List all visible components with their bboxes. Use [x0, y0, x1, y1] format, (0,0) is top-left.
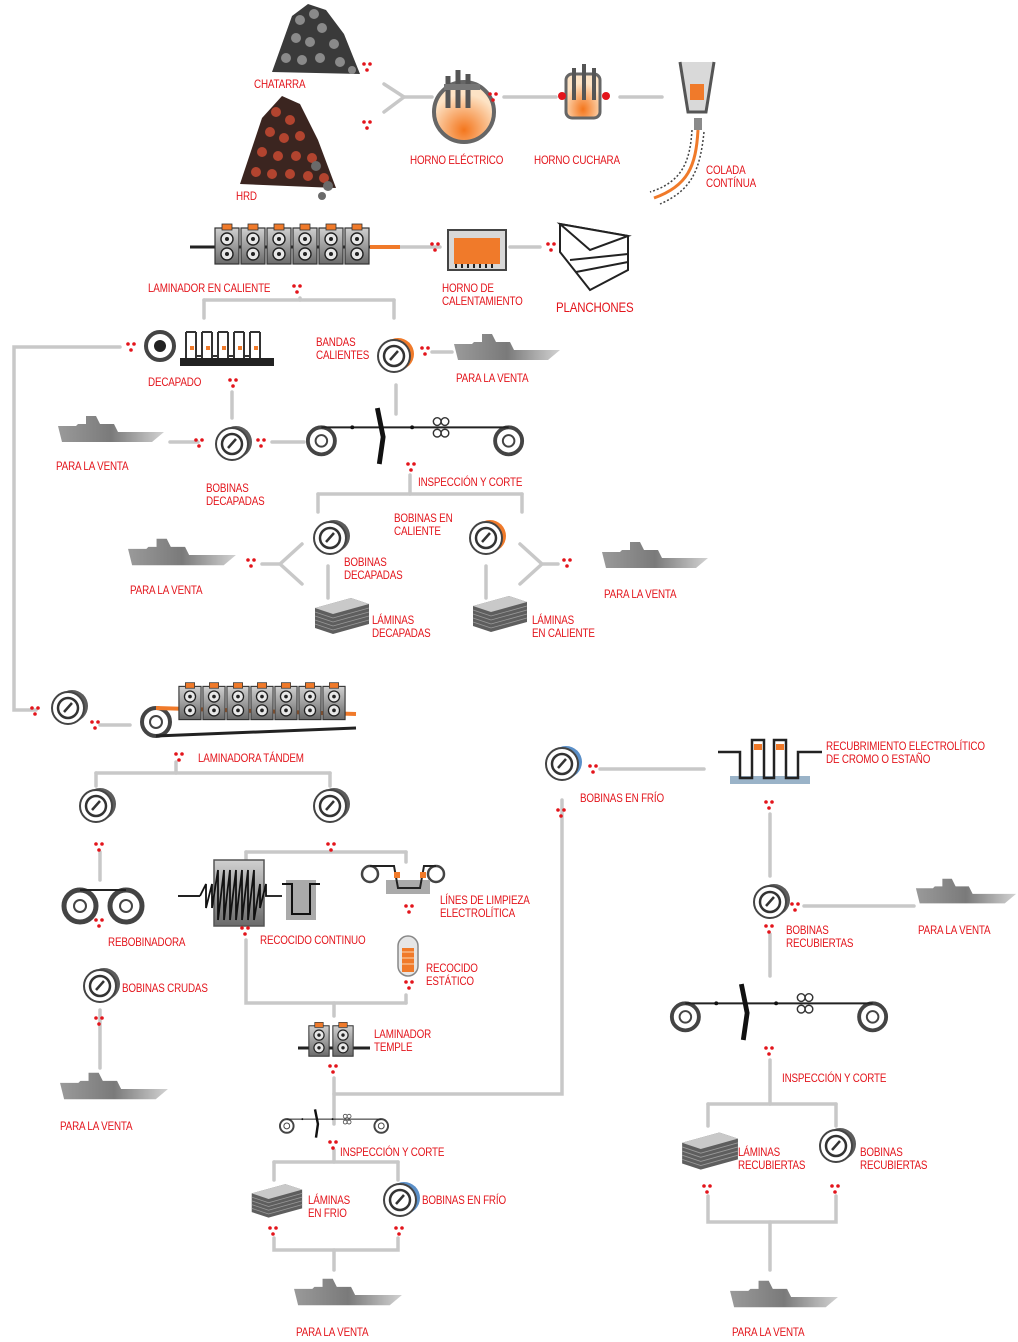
- label-para-la-venta-4: PARA LA VENTA: [604, 587, 677, 601]
- label-bobinas-frio-2: BOBINAS EN FRÍO: [422, 1193, 506, 1207]
- ship-icon: [602, 542, 708, 568]
- label-horno-electrico: HORNO ELÉCTRICO: [410, 153, 504, 167]
- ship-icon: [128, 538, 236, 566]
- label-para-la-venta-5: PARA LA VENTA: [918, 923, 991, 937]
- electric-furnace-icon: [432, 70, 496, 144]
- ship-icon: [294, 1278, 402, 1306]
- electrolytic-coating-line-icon: [718, 738, 822, 784]
- label-para-la-venta-7: PARA LA VENTA: [296, 1325, 369, 1339]
- scrap-pile-icon: [272, 4, 360, 74]
- continuous-annealing-icon: [178, 859, 320, 927]
- label-horno-cuchara: HORNO CUCHARA: [534, 153, 620, 167]
- label-para-la-venta-3: PARA LA VENTA: [130, 583, 203, 597]
- ship-icon: [454, 334, 560, 360]
- cold-sheets-stack-icon: [251, 1183, 303, 1218]
- label-laminas-decapadas: LÁMINAS DECAPADAS: [372, 613, 431, 640]
- label-decapado: DECAPADO: [148, 375, 202, 389]
- label-para-la-venta-2: PARA LA VENTA: [56, 459, 129, 473]
- label-recocido-continuo: RECOCIDO CONTINUO: [260, 933, 366, 947]
- pickled-coil-icon: [214, 424, 254, 462]
- label-laminas-recubiertas: LÁMINAS RECUBIERTAS: [738, 1145, 806, 1172]
- temper-mill-icon: [298, 1021, 370, 1057]
- pickled-sheets-stack-icon: [314, 597, 370, 634]
- label-horno-calentamiento: HORNO DE CALENTAMIENTO: [442, 281, 523, 308]
- flow-dot-markers: [30, 62, 840, 1236]
- label-bobinas-decapadas-2: BOBINAS DECAPADAS: [344, 555, 403, 582]
- label-inspeccion-corte-3: INSPECCIÓN Y CORTE: [782, 1071, 887, 1085]
- label-laminas-caliente: LÁMINAS EN CALIENTE: [532, 613, 595, 640]
- cold-coil-icon: [382, 1180, 422, 1218]
- inspection-cutting-line-icon: [672, 984, 886, 1040]
- ship-icon: [915, 878, 1017, 904]
- label-recocido-estatico: RECOCIDO ESTÁTICO: [426, 961, 478, 988]
- label-laminador-temple: LAMINADOR TEMPLE: [374, 1027, 432, 1054]
- hrd-pellets-pile-icon: [240, 96, 336, 200]
- label-bobinas-frio-1: BOBINAS EN FRÍO: [580, 791, 664, 805]
- reheating-furnace-icon: [447, 229, 507, 271]
- hot-sheets-stack-icon: [472, 595, 528, 632]
- connector-lines: [12, 82, 916, 1272]
- rewinder-icon: [61, 887, 145, 925]
- ship-icon: [60, 1072, 168, 1100]
- label-bandas-calientes: BANDAS CALIENTES: [316, 335, 370, 362]
- label-recubrimiento-electrolitico: RECUBRIMIENTO ELECTROLÍTICO DE CROMO O E…: [826, 739, 985, 766]
- ship-icon: [58, 416, 164, 442]
- cold-coil-icon: [544, 744, 584, 782]
- label-para-la-venta-8: PARA LA VENTA: [732, 1325, 805, 1339]
- label-inspeccion-corte-1: INSPECCIÓN Y CORTE: [418, 475, 523, 489]
- label-planchones: PLANCHONES: [556, 299, 634, 315]
- coil-icon: [50, 688, 90, 726]
- coated-coil-icon: [752, 882, 792, 920]
- hot-band-coil-icon: [376, 336, 416, 374]
- label-bobinas-recubiertas-2: BOBINAS RECUBIERTAS: [860, 1145, 928, 1172]
- label-bobinas-recubiertas-1: BOBINAS RECUBIERTAS: [786, 923, 854, 950]
- ship-icon: [730, 1280, 838, 1308]
- ladle-furnace-icon: [558, 64, 610, 120]
- batch-annealing-icon: [397, 935, 419, 977]
- raw-coil-icon: [82, 966, 122, 1004]
- slabs-icon: [556, 222, 632, 292]
- label-para-la-venta-6: PARA LA VENTA: [60, 1119, 133, 1133]
- label-laminador-caliente: LAMINADOR EN CALIENTE: [148, 281, 271, 295]
- label-inspeccion-corte-2: INSPECCIÓN Y CORTE: [340, 1145, 445, 1159]
- label-bobinas-crudas: BOBINAS CRUDAS: [122, 981, 208, 995]
- coil-icon: [312, 786, 352, 824]
- hot-rolling-mill-icon: [190, 223, 400, 265]
- coated-sheets-stack-icon: [681, 1132, 739, 1170]
- hot-coil-icon: [468, 518, 508, 556]
- label-bobinas-decapadas-1: BOBINAS DECAPADAS: [206, 481, 265, 508]
- pickled-coil-icon: [312, 518, 352, 556]
- pickling-line-icon: [144, 330, 275, 367]
- coil-icon: [78, 786, 118, 824]
- label-laminadora-tandem: LAMINADORA TÁNDEM: [198, 751, 304, 765]
- label-chatarra: CHATARRA: [254, 77, 306, 91]
- label-laminas-frio: LÁMINAS EN FRIO: [308, 1193, 351, 1220]
- tandem-mill-icon: [140, 681, 357, 738]
- label-lineas-limpieza: LÍNES DE LIMPIEZA ELECTROLÍTICA: [440, 893, 530, 920]
- continuous-casting-icon: [649, 61, 716, 205]
- label-para-la-venta-1: PARA LA VENTA: [456, 371, 529, 385]
- label-colada-continua: COLADA CONTÍNUA: [706, 163, 757, 190]
- label-bobinas-caliente: BOBINAS EN CALIENTE: [394, 511, 453, 538]
- inspection-cutting-line-icon: [308, 408, 522, 464]
- electrolytic-cleaning-line-icon: [360, 864, 446, 894]
- coated-coil-icon: [818, 1126, 858, 1164]
- label-hrd: HRD: [236, 189, 257, 203]
- label-rebobinadora: REBOBINADORA: [108, 935, 186, 949]
